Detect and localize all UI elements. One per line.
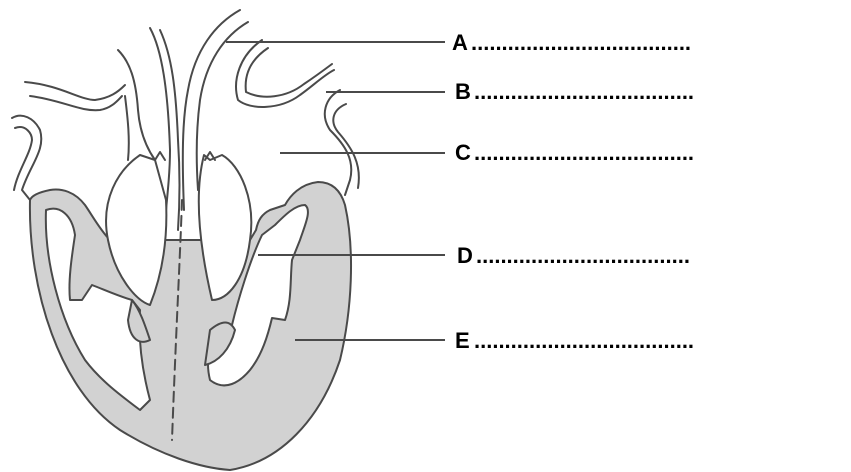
label-d-answer-line[interactable]: ................................... bbox=[476, 243, 690, 268]
labels: A .................................... B… bbox=[452, 30, 694, 353]
heart-illustration bbox=[12, 10, 359, 470]
valve-notch-left bbox=[155, 152, 165, 160]
left-atrium-wall bbox=[118, 50, 155, 160]
pulmonary-vein-right-inner bbox=[333, 104, 359, 188]
label-a-letter: A bbox=[452, 30, 468, 55]
pulmonary-artery-right-inner bbox=[246, 48, 332, 97]
label-b-letter: B bbox=[455, 79, 471, 104]
pulmonary-vein-left-inner bbox=[30, 96, 122, 110]
label-c-answer-line[interactable]: .................................... bbox=[474, 140, 694, 165]
label-a-answer-line[interactable]: .................................... bbox=[471, 30, 691, 55]
label-e-letter: E bbox=[455, 328, 470, 353]
label-d-letter: D bbox=[457, 243, 473, 268]
label-c-letter: C bbox=[455, 140, 471, 165]
label-b-answer-line[interactable]: .................................... bbox=[474, 79, 694, 104]
vena-cava-upper-left-inner bbox=[14, 127, 32, 190]
label-e-answer-line[interactable]: .................................... bbox=[474, 328, 694, 353]
left-atrium-wall-inner bbox=[125, 96, 129, 160]
